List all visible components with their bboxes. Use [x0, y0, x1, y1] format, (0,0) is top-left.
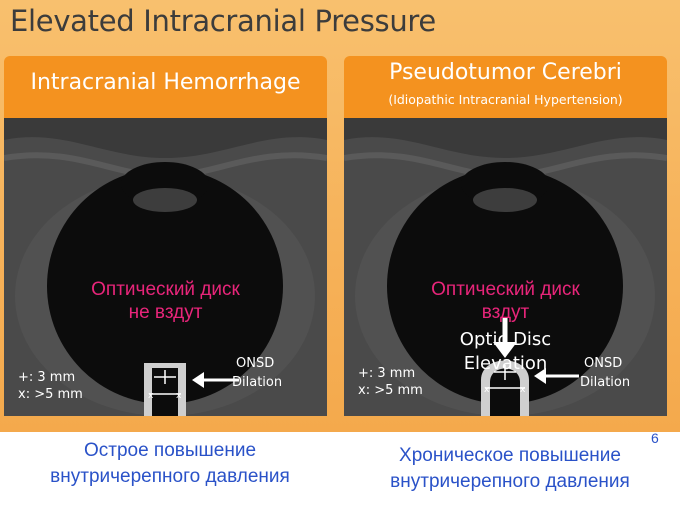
eyeball — [387, 168, 623, 404]
optic-disc-elevation-line1: Optic Disc — [459, 329, 552, 350]
svg-text:x: x — [148, 391, 154, 401]
optic-disc-elevation-line2: Elevation — [463, 353, 548, 374]
measure-line2: x: >5 mm — [358, 383, 423, 398]
onsd-label-line1: ONSD — [236, 356, 275, 371]
orbital-contour — [4, 118, 327, 158]
slide-title: Elevated Intracranial Pressure — [10, 4, 436, 38]
lens — [133, 188, 197, 212]
optic-nerve — [490, 368, 520, 416]
eye-illustration: x x — [344, 118, 667, 416]
panel-pseudotumor-cerebri: Pseudotumor Cerebri (Idiopathic Intracra… — [344, 56, 667, 416]
eye-illustration: x x — [4, 118, 327, 416]
orbital-contour — [344, 118, 667, 158]
caption-right-line2: внутричерепного давления — [390, 471, 630, 492]
onsd-label-line2: Dilation — [232, 375, 283, 390]
caption-right-line1: Хроническое повышение — [399, 445, 621, 466]
caption-left-line1: Острое повышение — [83, 440, 257, 461]
optic-disc-ru-label-line2: вздут — [481, 302, 530, 323]
panel-subtitle: (Idiopathic Intracranial Hypertension) — [388, 92, 623, 107]
onsd-label-line1: ONSD — [584, 356, 623, 371]
optic-disc-ru-label-line1: Оптический диск — [431, 279, 580, 300]
onsd-label-line2: Dilation — [580, 375, 631, 390]
measure-line1: +: 3 mm — [18, 370, 76, 385]
panel-header: Intracranial Hemorrhage — [4, 56, 327, 118]
svg-text:x: x — [520, 385, 526, 395]
panel-title: Intracranial Hemorrhage — [30, 70, 301, 95]
panel-header: Pseudotumor Cerebri (Idiopathic Intracra… — [344, 56, 667, 118]
measure-line1: +: 3 mm — [358, 366, 416, 381]
optic-disc-ru-label-line2: не вздут — [128, 302, 203, 323]
svg-text:x: x — [484, 385, 490, 395]
lens — [473, 188, 537, 212]
measure-line2: x: >5 mm — [18, 387, 83, 402]
eye-diagram: x x Оптический диск вздут Optic Disc Ele… — [344, 118, 667, 416]
panel-intracranial-hemorrhage: Intracranial Hemorrhage x x Оптичес — [4, 56, 327, 416]
eyeball — [47, 168, 283, 404]
caption-left-line2: внутричерепного давления — [50, 466, 290, 487]
page-number: 6 — [651, 430, 659, 446]
panel-title: Pseudotumor Cerebri — [389, 60, 622, 85]
svg-text:x: x — [176, 391, 182, 401]
eye-diagram: x x Оптический диск не вздут +: 3 mm x: … — [4, 118, 327, 416]
optic-disc-ru-label-line1: Оптический диск — [91, 279, 240, 300]
